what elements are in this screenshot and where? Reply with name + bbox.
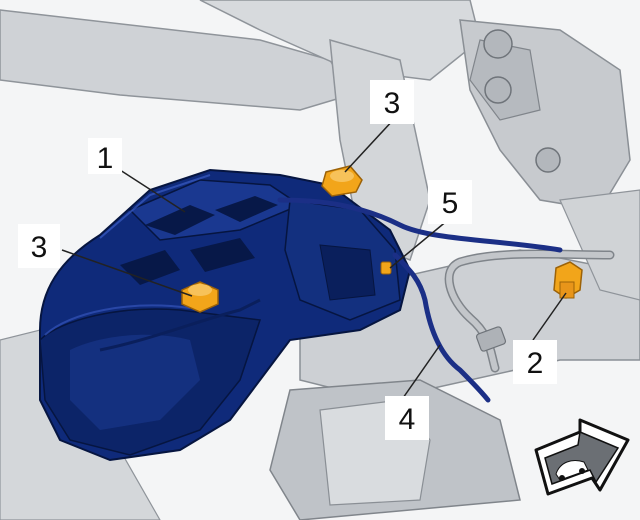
callout-5: 5 [428, 180, 472, 224]
wear-sensor-cable [99, 197, 563, 403]
callout-1-label: 1 [97, 142, 114, 175]
cable-clip [380, 261, 392, 275]
leader-lines [61, 117, 567, 399]
brake-line [444, 249, 615, 373]
callout-2-label: 2 [527, 347, 544, 380]
callout-5-label: 5 [442, 187, 459, 220]
mounting-bolt-lower [181, 281, 219, 313]
callout-3-upper-label: 3 [384, 87, 401, 120]
callout-4: 4 [385, 396, 429, 440]
callout-3-upper: 3 [370, 80, 414, 124]
brake-line-union [553, 261, 583, 299]
callout-2: 2 [513, 340, 557, 384]
callout-3-lower-label: 3 [31, 231, 48, 264]
vehicle-direction-arrow-icon [534, 418, 630, 496]
callout-1: 1 [88, 138, 122, 175]
callout-3-lower: 3 [18, 224, 60, 268]
mounting-bolt-upper [321, 165, 363, 197]
callout-4-label: 4 [399, 403, 416, 436]
